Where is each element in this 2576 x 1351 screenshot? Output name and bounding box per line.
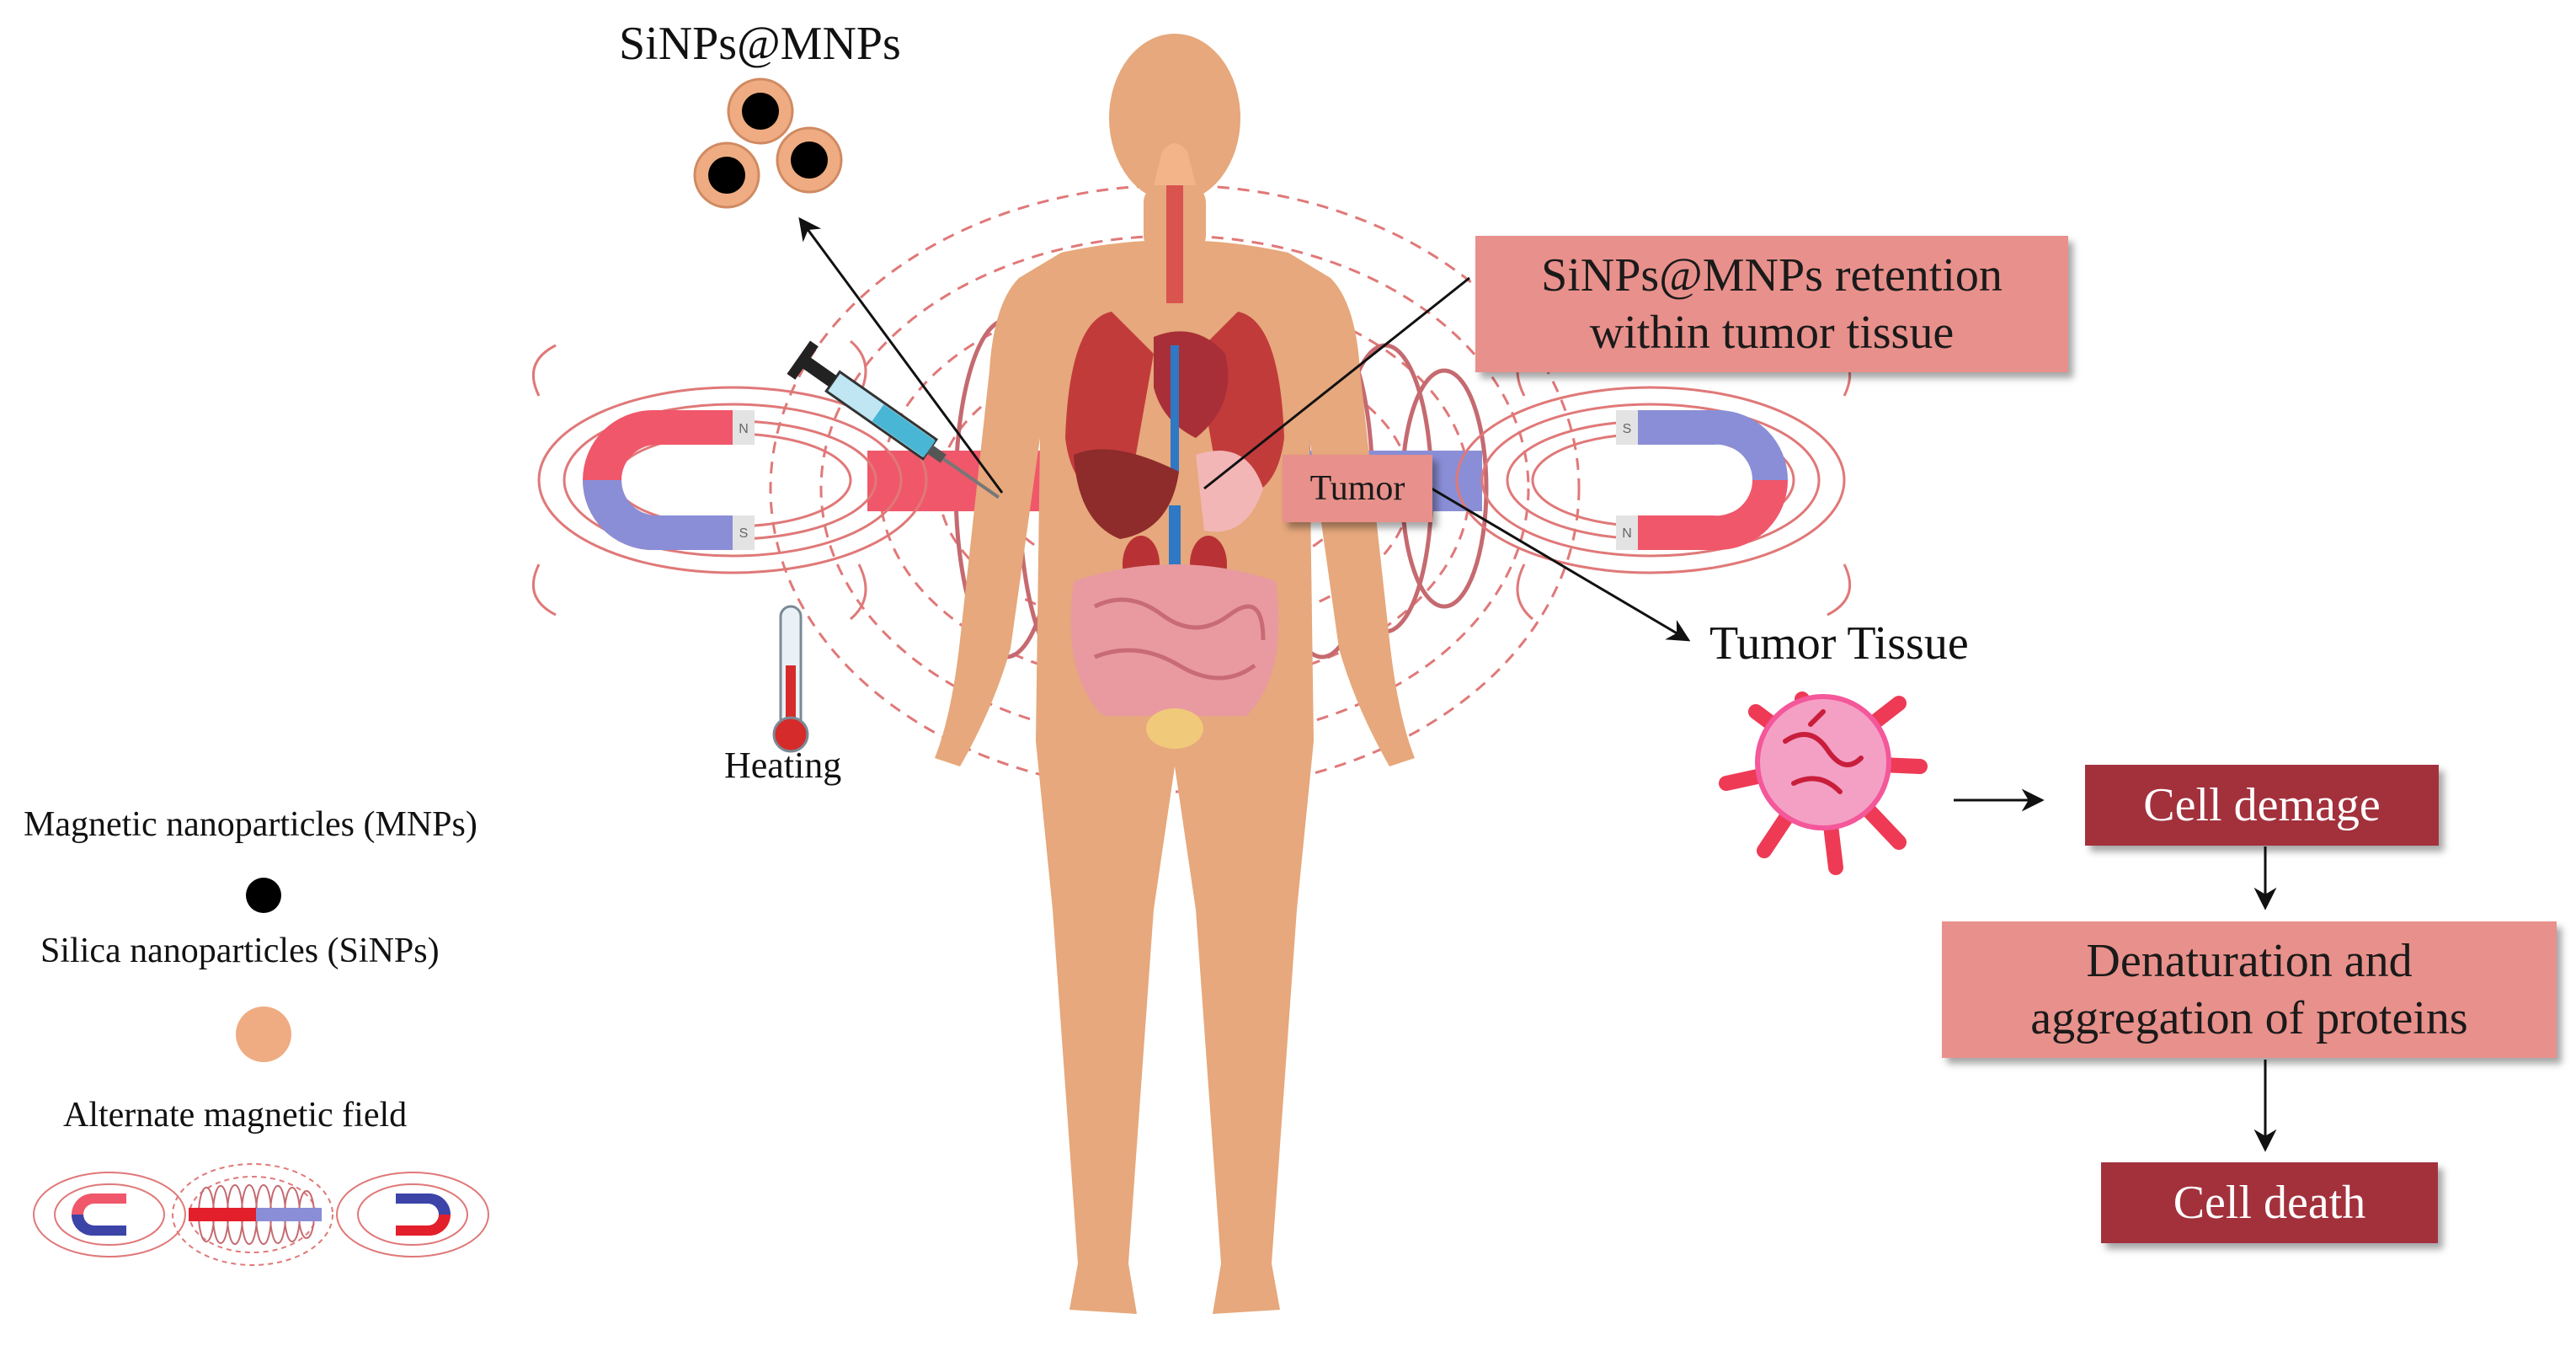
cell-damage-label: Cell demage <box>2143 779 2381 831</box>
legend-mnp-label: Magnetic nanoparticles (MNPs) <box>24 805 477 844</box>
legend-field-icon <box>33 1163 489 1266</box>
right-magnet-north-label: N <box>1622 526 1632 541</box>
denaturation-line-2: aggregation of proteins <box>2030 992 2468 1044</box>
denaturation-line-1: Denaturation and <box>2086 935 2413 987</box>
retention-line-2: within tumor tissue <box>1589 307 1955 359</box>
arrows <box>798 216 2277 1152</box>
arrow-injection-to-particles <box>798 216 1004 494</box>
core-shell-particles <box>693 77 843 209</box>
right-magnet-south-label: S <box>1623 422 1632 436</box>
arrow-retention-pointer <box>1203 276 1470 490</box>
tumor-label: Tumor <box>1309 469 1405 508</box>
legend-sinp-dot <box>236 1007 291 1062</box>
left-magnet-north-label: N <box>739 422 749 436</box>
legend-sinp-label: Silica nanoparticles (SiNPs) <box>40 932 440 970</box>
right-horseshoe-magnet <box>1616 410 1788 550</box>
heating-label: Heating <box>724 745 842 786</box>
legend-mnp-dot <box>246 878 281 913</box>
thermometer-icon <box>772 605 809 753</box>
syringe-icon <box>787 340 1000 499</box>
tumor-cell-icon <box>1719 692 1928 875</box>
tumor-box: Tumor <box>1283 455 1432 522</box>
particle-title: SiNPs@MNPs <box>619 18 901 70</box>
cell-damage-box: Cell demage <box>2085 765 2439 846</box>
cell-death-label: Cell death <box>2173 1177 2366 1229</box>
retention-line-1: SiNPs@MNPs retention <box>1541 249 2003 302</box>
left-magnet-south-label: S <box>739 526 749 541</box>
tumor-tissue-label: Tumor Tissue <box>1709 617 1969 670</box>
legend-field-label: Alternate magnetic field <box>63 1096 408 1135</box>
retention-box: SiNPs@MNPs retention within tumor tissue <box>1475 236 2068 372</box>
arrow-tumor-to-tissue <box>1431 487 1691 642</box>
cell-death-box: Cell death <box>2101 1162 2438 1243</box>
left-horseshoe-magnet <box>583 410 755 550</box>
organs <box>1065 143 1284 749</box>
right-magnet-field <box>1455 339 1852 621</box>
denaturation-box: Denaturation and aggregation of proteins <box>1942 921 2557 1058</box>
